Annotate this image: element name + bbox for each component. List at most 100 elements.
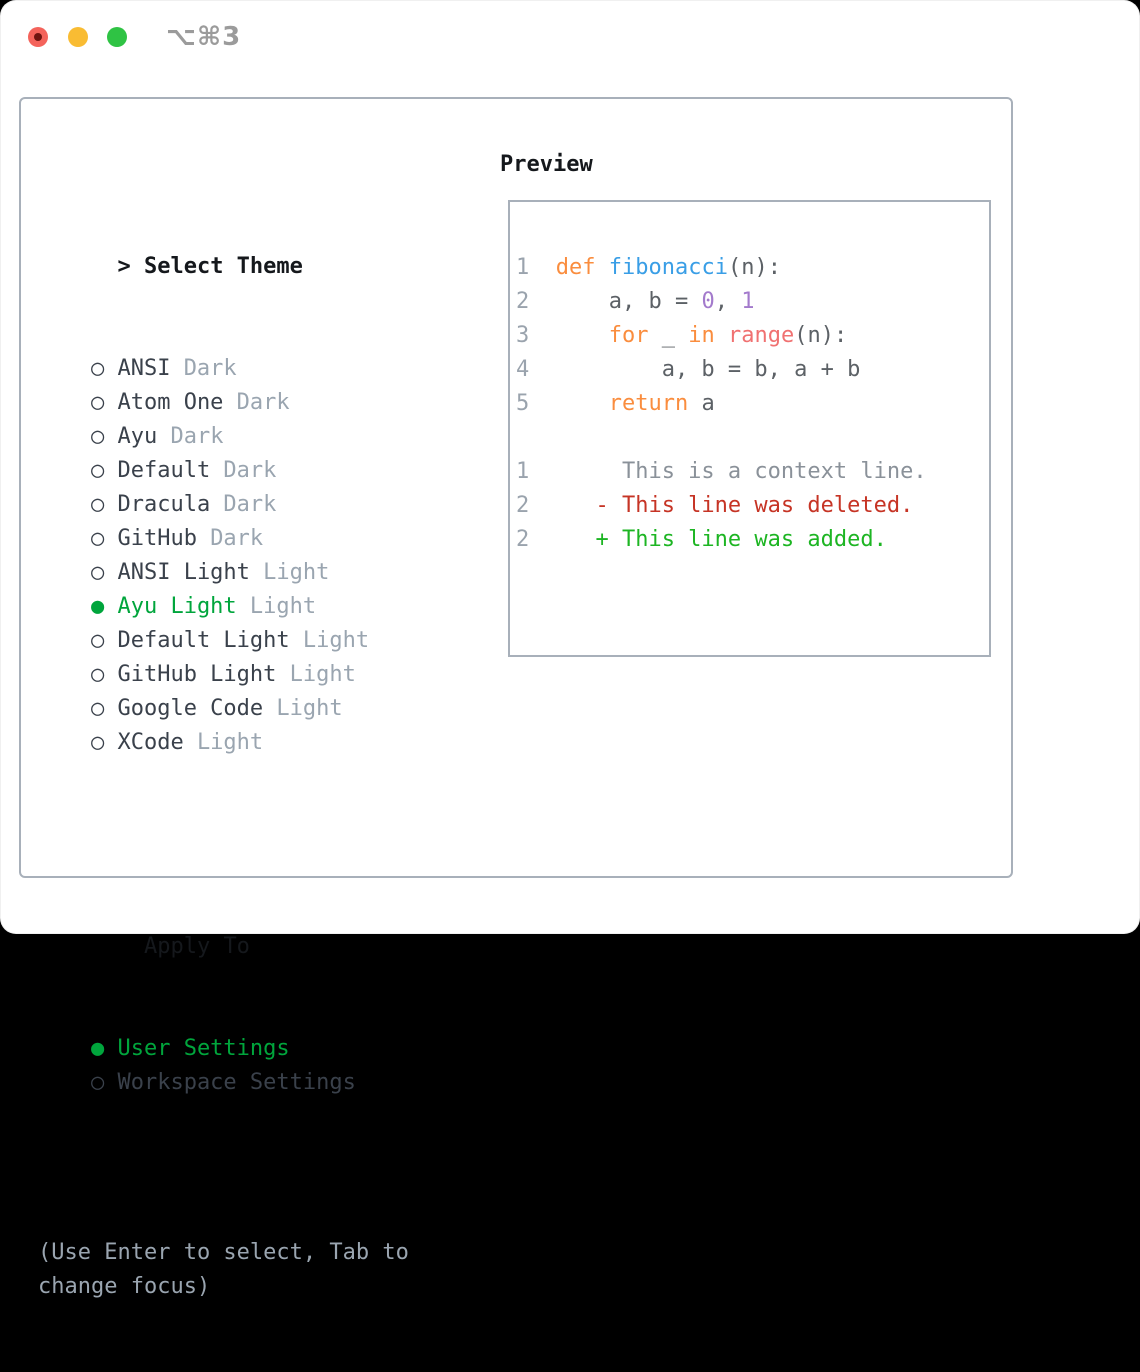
code-line: 5 return a [516,387,989,421]
line-number: 2 [516,289,530,314]
code-token-plain: a [688,391,715,416]
line-number: 3 [516,323,530,348]
radio-icon: ○ [90,458,105,483]
code-token-added: + This line was added. [555,527,887,552]
option-label: Workspace Settings [117,1070,356,1095]
code-token-plain: a, b = [555,289,702,314]
zoom-button[interactable] [107,27,127,47]
theme-option-google-code[interactable]: ○ Google Code Light [38,658,488,721]
option-label: Ayu Light [117,594,237,619]
minimize-button[interactable] [68,27,88,47]
prompt-icon: > [117,254,131,279]
code-token-plain: _ [648,323,689,348]
help-hint-text: (Use Enter to select, Tab to change focu… [38,1240,409,1299]
line-number: 4 [516,357,530,382]
line-number: 5 [516,391,530,416]
spacer [38,794,488,828]
option-variant: Light [249,594,317,619]
radio-icon: ○ [90,730,105,755]
select-theme-title: Select Theme [143,254,303,279]
code-line: 2 - This line was deleted. [516,489,989,523]
option-label: Ayu [117,424,158,449]
line-number: 1 [516,459,530,484]
option-label: XCode [117,730,184,755]
option-label: GitHub Light [117,662,277,687]
theme-option-xcode[interactable]: ○ XCode Light [38,692,488,755]
theme-option-dracula[interactable]: ○ Dracula Dark [38,454,488,517]
theme-option-default[interactable]: ○ Default Dark [38,420,488,483]
code-line [516,421,989,455]
keyboard-shortcut-label: ⌥⌘3 [166,22,242,52]
code-token-plain: (n): [727,255,781,280]
theme-option-default-light[interactable]: ○ Default Light Light [38,590,488,653]
select-theme-header: > Select Theme [38,216,488,279]
close-button[interactable] [28,27,48,47]
option-variant: Light [276,696,343,721]
option-label: Default [117,458,211,483]
line-number: 2 [516,493,530,518]
option-label: User Settings [117,1036,290,1061]
selected-radio-icon: ● [90,594,105,619]
option-variant: Dark [223,492,277,517]
line-number: 2 [516,527,530,552]
code-token-number: 1 [741,289,755,314]
option-variant: Light [263,560,330,585]
code-token-plain [556,391,609,416]
radio-icon: ○ [90,492,105,517]
code-token-plain: (n): [794,323,848,348]
selected-radio-icon: ● [90,1036,105,1061]
code-token-builtin: range [727,323,795,348]
code-token-keyword: return [608,391,689,416]
option-variant: Light [196,730,264,755]
preview-title: Preview [500,152,593,177]
option-variant: Dark [210,526,264,551]
radio-icon: ○ [90,424,105,449]
code-token-plain [595,255,608,280]
option-variant: Dark [183,356,237,381]
code-token-function: fibonacci [608,255,728,280]
code-token-keyword: def [555,255,596,280]
unsaved-changes-dot-icon [34,33,42,41]
option-label: Google Code [117,696,264,721]
code-token-deleted: - This line was deleted. [555,493,914,518]
line-number: 1 [516,255,530,280]
code-line: 4 a, b = b, a + b [516,353,989,387]
code-line: 1 def fibonacci(n): [516,251,989,285]
theme-option-ansi-light[interactable]: ○ ANSI Light Light [38,522,488,585]
code-token-plain: , [714,289,742,314]
option-variant: Dark [236,390,290,415]
theme-option-ayu[interactable]: ○ Ayu Dark [38,386,488,449]
radio-icon: ○ [90,1070,105,1095]
code-token-plain: a, b = b, a + b [555,357,861,382]
spacer [38,1134,488,1168]
option-label: ANSI Light [117,560,250,585]
radio-icon: ○ [90,356,105,381]
code-token-plain [556,323,609,348]
apply-to-list: ● User Settings ○ Workspace Settings [38,998,488,1095]
option-label: Dracula [117,492,211,517]
radio-icon: ○ [90,526,105,551]
apply-option-user-settings[interactable]: ● User Settings [38,998,488,1061]
radio-icon: ○ [90,628,105,653]
code-line: 3 for _ in range(n): [516,319,989,353]
code-token-plain [715,323,728,348]
option-label: Default Light [117,628,290,653]
radio-icon: ○ [90,662,105,687]
code-token-context: This is a context line. [555,459,927,484]
apply-to-header: Apply To [38,896,488,959]
code-token-number: 0 [701,289,715,314]
apply-to-title: Apply To [143,934,250,959]
theme-option-ayu-light[interactable]: ● Ayu Light Light [38,556,488,619]
theme-option-github-light[interactable]: ○ GitHub Light Light [38,624,488,687]
option-variant: Light [289,662,356,687]
code-line: 2 a, b = 0, 1 [516,285,989,319]
radio-icon: ○ [90,390,105,415]
option-variant: Dark [223,458,277,483]
